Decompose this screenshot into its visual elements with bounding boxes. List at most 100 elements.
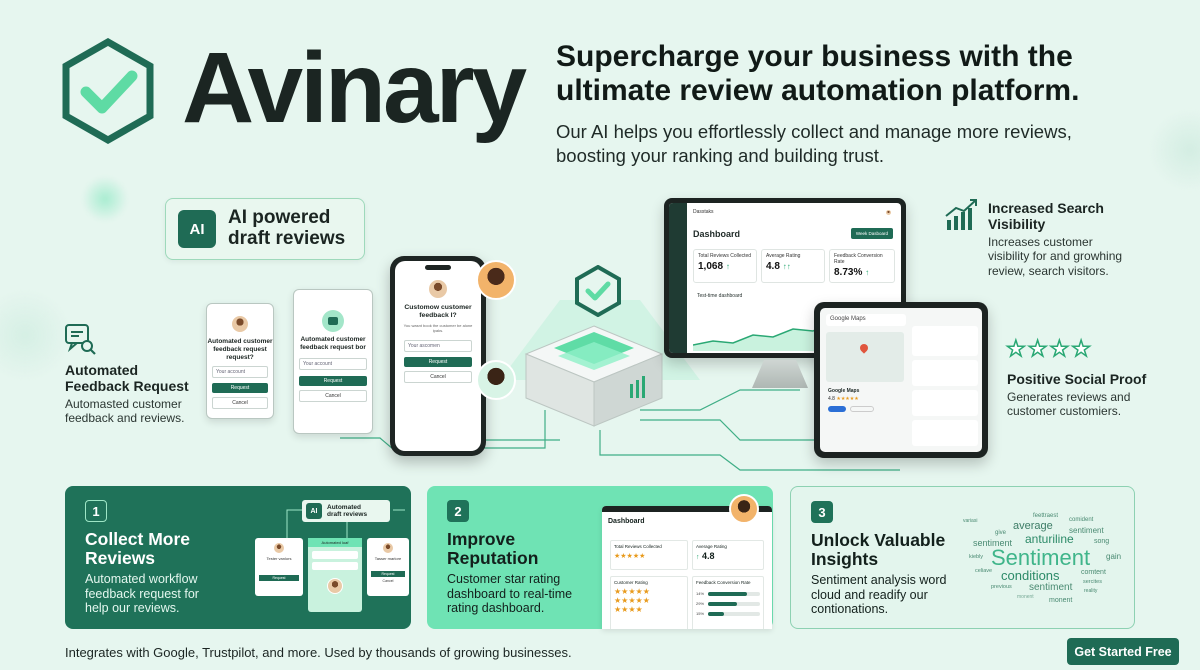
word: previous — [991, 584, 1012, 590]
ai-chip-icon: AI — [178, 210, 216, 248]
social-feature-title: Positive Social Proof — [1007, 371, 1147, 387]
phone-input[interactable]: Your ascomen — [404, 340, 472, 353]
card-2-dashboard-mock: Dashboard Total Reviews Collected ★★★★★ … — [602, 506, 772, 629]
card-1-number: 1 — [85, 500, 107, 522]
maps-rating: 4.8 ★★★★★ — [828, 396, 859, 402]
conversion-bar-row: 29% — [696, 601, 760, 606]
feedback-request-card-1: Automated customer feedback request requ… — [206, 303, 274, 419]
stat-total-reviews: Total Reviews Collected 1,068 ↑ — [693, 249, 757, 283]
word: monent — [1049, 597, 1073, 604]
stat-average-rating: Average Rating 4.8 ↑↑ — [761, 249, 825, 283]
conversion-bar-row: 15% — [696, 611, 760, 616]
card-1-right-cancel-button[interactable]: Cancel — [382, 579, 394, 583]
bg-glow-right — [1150, 110, 1200, 190]
map-view[interactable] — [826, 332, 904, 382]
maps-review-4 — [912, 420, 978, 446]
word: anturiline — [1025, 532, 1074, 546]
social-proof-stars-icon: ★★★★ — [1005, 336, 1091, 361]
card-2-number: 2 — [447, 500, 469, 522]
word: comtent — [1081, 569, 1106, 576]
monitor-stand — [752, 360, 808, 388]
maps-directions-button[interactable] — [828, 406, 846, 412]
dashboard-sidebar — [669, 203, 687, 353]
card-1-left-mini: Tester vanlors Request — [255, 538, 303, 596]
ai-draft-badge: AI AI powered draft reviews — [165, 198, 365, 260]
phone-cancel-button[interactable]: Cancel — [404, 371, 472, 384]
phone-avatar — [427, 278, 449, 300]
card-2-conversion-box: Feedback Conversion Rate 14%29%15% — [692, 576, 764, 629]
maps-search-bar[interactable]: Google Maps — [826, 314, 906, 326]
word: average — [1013, 520, 1053, 532]
card-1-left-request-button[interactable]: Request — [259, 575, 299, 581]
maps-review-2 — [912, 360, 978, 386]
word: sentiment — [1069, 526, 1104, 535]
word: conditions — [1001, 568, 1060, 583]
brand-name: Avinary — [182, 32, 527, 144]
card-1-title: Automated customer feedback request requ… — [207, 338, 273, 361]
growth-chart-icon — [945, 199, 977, 230]
phone-screen: Customow customer feedback I? You wasnt … — [395, 261, 481, 451]
card-2-request-button[interactable]: Request — [299, 375, 367, 386]
card-1-cancel-button[interactable]: Cancel — [212, 397, 268, 410]
get-started-button[interactable]: Get Started Free — [1067, 638, 1179, 665]
word: feettraest — [1033, 513, 1059, 519]
word: give — [995, 530, 1007, 536]
card-2-cancel-button[interactable]: Cancel — [299, 389, 367, 402]
dashboard-title: Dashboard — [693, 229, 741, 239]
word: sentiment — [1029, 582, 1073, 593]
card-1-request-button[interactable]: Request — [212, 383, 268, 394]
chat-bubble-icon — [322, 310, 344, 332]
maps-tablet: Google Maps Google Maps 4.8 ★★★★★ — [814, 302, 988, 458]
feedback-request-card-2: Automated customer feedback request bor … — [293, 289, 373, 434]
card-2-input[interactable]: Your account — [299, 357, 367, 370]
feedback-chat-icon — [65, 324, 96, 355]
phone-card-sub: You wasnt book the customer be alone ipa… — [403, 323, 473, 334]
card-1-ai-chip-icon: AI — [306, 503, 322, 519]
word: sentiment — [973, 538, 1013, 548]
word: variasi — [963, 518, 978, 524]
card-1-right-request-button[interactable]: Request — [371, 571, 405, 577]
conversion-bar-fill — [708, 601, 737, 606]
bg-glow-left-2 — [0, 290, 70, 380]
dashboard-user-avatar[interactable] — [884, 208, 893, 217]
phone-request-button[interactable]: Request — [404, 357, 472, 368]
ai-badge-line1: AI powered — [228, 207, 331, 229]
avatar — [230, 314, 250, 334]
dashboard-app-title: Dasstaks — [693, 209, 714, 215]
card-2-stars: ★★★★★ — [614, 553, 646, 560]
customer-avatar-1 — [476, 260, 516, 300]
card-2-title: Automated customer feedback request bor — [300, 336, 366, 351]
automation-hub-device — [524, 325, 664, 427]
card-1-input[interactable]: Your account — [212, 366, 268, 379]
maps-review-1 — [912, 326, 978, 356]
maps-review-3 — [912, 390, 978, 416]
dashboard-chart-label: Test-time dashboard — [697, 293, 743, 299]
card-1-flow-lines — [286, 509, 405, 538]
word: monent — [1017, 594, 1034, 600]
word: sercites — [1083, 579, 1102, 585]
conversion-bar-row: 14% — [696, 591, 760, 596]
phone-mockup: Customow customer feedback I? You wasnt … — [390, 256, 486, 456]
maps-save-button[interactable] — [850, 406, 874, 412]
brand-logo-icon — [62, 38, 154, 144]
maps-screen: Google Maps Google Maps 4.8 ★★★★★ — [820, 308, 982, 452]
word: song — [1094, 538, 1110, 545]
conversion-bar-label: 29% — [696, 601, 705, 606]
headline: Supercharge your business with the ultim… — [556, 40, 1080, 107]
maps-place-name: Google Maps — [828, 388, 860, 394]
word: celiave — [975, 568, 993, 574]
conversion-bar-label: 14% — [696, 591, 705, 596]
ai-badge-label: AI powered draft reviews — [228, 207, 346, 250]
customer-avatar-2 — [476, 360, 516, 400]
bg-glow-left — [82, 176, 128, 222]
week-dashboard-button[interactable]: Week Dasboard — [850, 228, 893, 239]
ai-badge-line2: draft reviews — [228, 228, 346, 249]
